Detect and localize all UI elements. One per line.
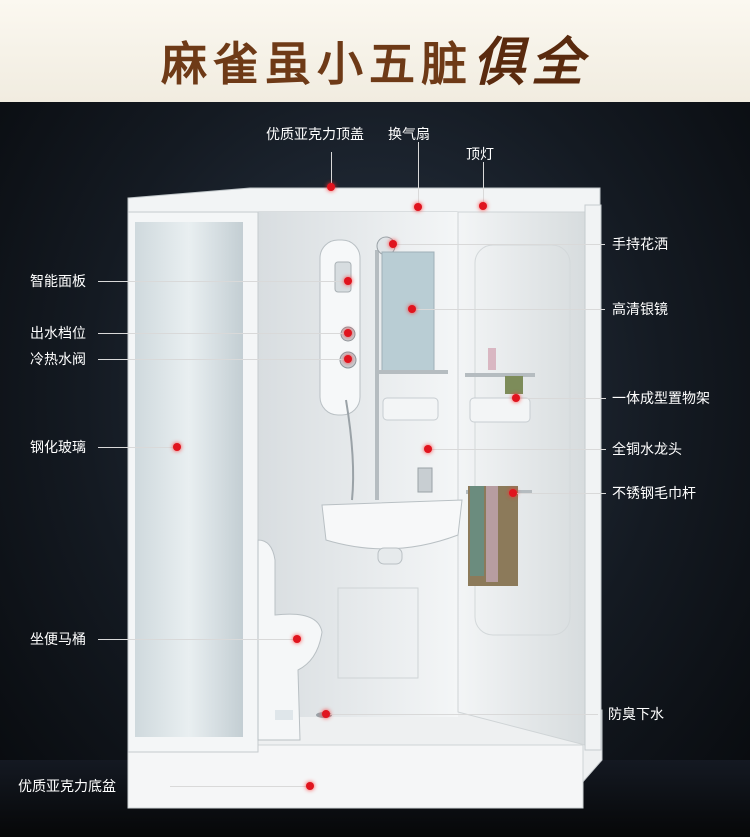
leader-line xyxy=(331,152,332,186)
frosted-glass xyxy=(135,222,243,737)
marker-toilet xyxy=(293,635,301,643)
leader-line xyxy=(326,714,598,715)
leader-line xyxy=(98,281,348,282)
title-emphasis: 俱全 xyxy=(472,32,589,93)
leader-line xyxy=(412,309,605,310)
label-top-light: 顶灯 xyxy=(466,147,494,163)
label-smart-panel: 智能面板 xyxy=(30,274,86,290)
leader-line xyxy=(98,447,178,448)
marker-mirror xyxy=(408,305,416,313)
marker-smart-panel xyxy=(344,277,352,285)
marker-faucet xyxy=(424,445,432,453)
title-main: 麻雀虽小五脏 xyxy=(160,37,473,91)
leader-line xyxy=(418,142,419,206)
leader-line xyxy=(483,162,484,206)
marker-hand-shower xyxy=(389,240,397,248)
right-wall-panel xyxy=(474,244,571,636)
toilet-shape xyxy=(257,539,323,741)
label-drain: 防臭下水 xyxy=(608,707,664,723)
leader-line xyxy=(516,398,606,399)
leader-line xyxy=(428,449,606,450)
label-shelf: 一体成型置物架 xyxy=(612,391,710,407)
marker-shelf xyxy=(512,394,520,402)
label-towel-bar: 不锈钢毛巾杆 xyxy=(612,486,696,502)
label-mix-valve: 冷热水阀 xyxy=(30,352,86,368)
leader-line xyxy=(513,493,606,494)
top-cover-shape xyxy=(127,187,601,213)
right-frame-post xyxy=(584,204,602,751)
label-mirror: 高清银镜 xyxy=(612,302,668,318)
marker-fan xyxy=(414,203,422,211)
marker-tempered-glass xyxy=(173,443,181,451)
base-tray-front xyxy=(127,744,584,809)
page-title: 麻雀虽小五脏俱全 xyxy=(0,20,750,95)
mirror-shape xyxy=(381,251,435,373)
marker-towel-bar xyxy=(509,489,517,497)
marker-mix-valve xyxy=(344,355,352,363)
right-wall xyxy=(457,211,586,746)
leader-line xyxy=(98,359,348,360)
marker-drain xyxy=(322,710,330,718)
label-water-gear: 出水档位 xyxy=(30,326,86,342)
marker-top-cover xyxy=(327,183,335,191)
label-toilet: 坐便马桶 xyxy=(30,632,86,648)
label-top-cover: 优质亚克力顶盖 xyxy=(266,127,364,143)
label-faucet: 全铜水龙头 xyxy=(612,442,682,458)
leader-line xyxy=(393,244,605,245)
leader-line xyxy=(98,639,298,640)
marker-base-tray xyxy=(306,782,314,790)
leader-line xyxy=(98,333,348,334)
label-base-tray: 优质亚克力底盆 xyxy=(18,779,116,795)
label-tempered-glass: 钢化玻璃 xyxy=(30,440,86,456)
title-banner: 麻雀虽小五脏俱全 xyxy=(0,0,750,102)
marker-top-light xyxy=(479,202,487,210)
label-fan: 换气扇 xyxy=(388,127,430,143)
label-hand-shower: 手持花洒 xyxy=(612,237,668,253)
leader-line xyxy=(170,786,310,787)
marker-water-gear xyxy=(344,329,352,337)
